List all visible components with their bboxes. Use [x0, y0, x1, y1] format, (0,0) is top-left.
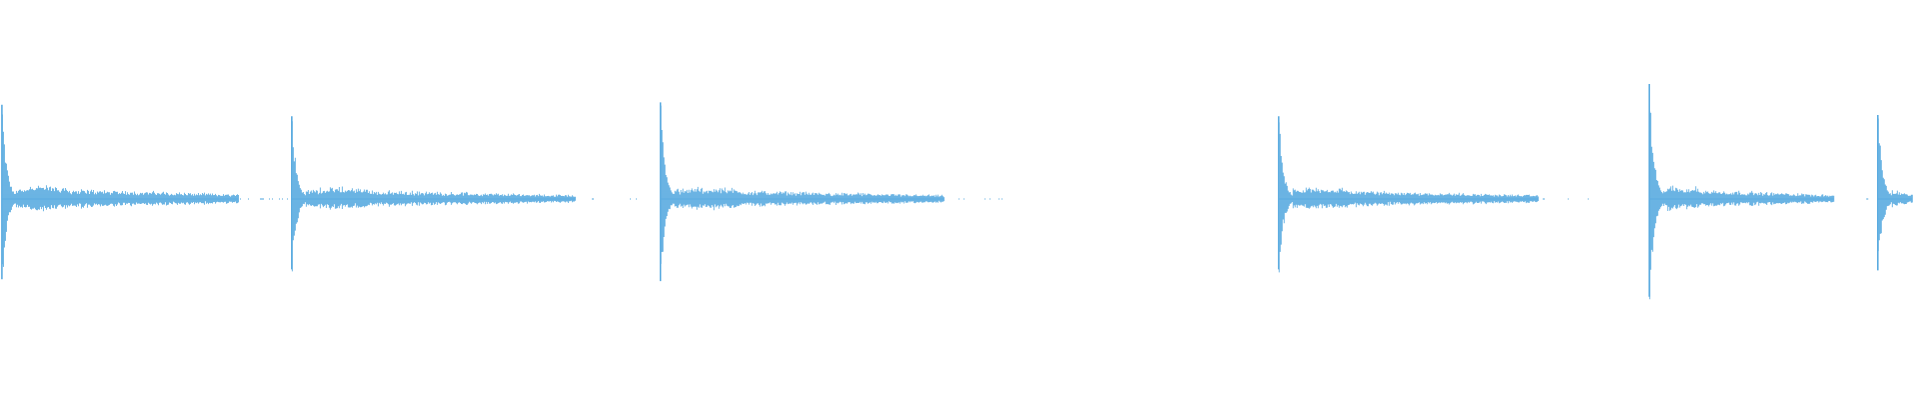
transient-hit: [1277, 116, 1589, 273]
transient-decay: [660, 105, 1003, 264]
transient-decay: [1278, 122, 1589, 273]
transient-hit: [1877, 115, 1913, 271]
transient-hit: [290, 116, 637, 272]
waveform-series: [1, 84, 1913, 300]
transient-hit: [1, 104, 288, 280]
transient-decay: [291, 121, 637, 272]
transient-decay: [1877, 118, 1913, 252]
transient-hit: [659, 102, 1003, 282]
transient-decay: [1, 114, 288, 267]
transient-decay: [1649, 111, 1869, 300]
transient-hit: [1648, 84, 1869, 300]
